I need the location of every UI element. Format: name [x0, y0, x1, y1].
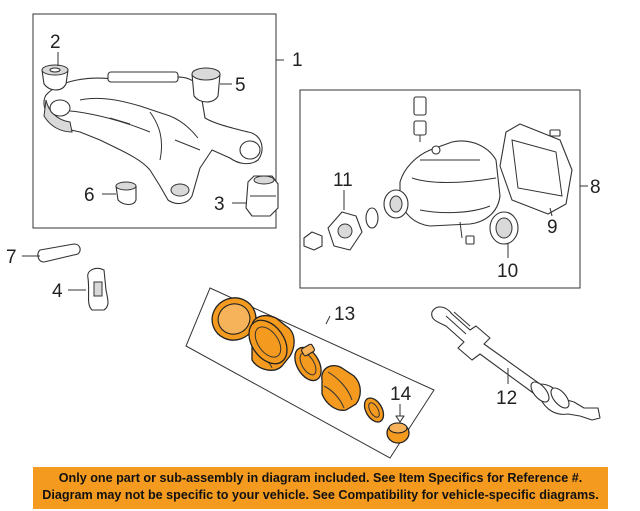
- breather-plug-drawing: [413, 96, 427, 142]
- differential-group: 8 11 9 10: [299, 89, 601, 289]
- callout-10: 10: [497, 261, 518, 282]
- group-13-frame: [185, 287, 435, 459]
- callout-5: 5: [235, 75, 246, 96]
- cv-boot-kit-group: 13: [185, 287, 435, 459]
- callout-8: 8: [590, 177, 601, 198]
- bracket-7-drawing: 7: [6, 243, 81, 268]
- subframe-drawing: [43, 71, 263, 205]
- flange-11-drawing: [303, 190, 363, 251]
- small-clamp-drawing: [363, 397, 385, 423]
- differential-housing-drawing: [365, 140, 501, 239]
- callout-7: 7: [6, 247, 17, 268]
- mount-3-drawing: [245, 175, 279, 217]
- mount-4-drawing: 4: [52, 267, 109, 311]
- bushing-5-drawing: [191, 67, 221, 103]
- callout-3: 3: [214, 194, 225, 215]
- boot-clamp-drawing: [294, 343, 322, 382]
- callout-14: 14: [390, 384, 412, 405]
- outer-boot-drawing: [248, 315, 295, 371]
- bushing-6-drawing: [115, 181, 137, 206]
- callout-13: 13: [334, 304, 355, 325]
- ring-14-drawing: [386, 404, 410, 444]
- group-8-frame: [299, 89, 581, 289]
- cover-9-drawing: [499, 123, 573, 217]
- notice-line-2: Diagram may not be specific to your vehi…: [42, 488, 599, 502]
- callout-4: 4: [52, 281, 63, 302]
- boot-ring-drawing: [211, 297, 257, 341]
- notice-line-1: Only one part or sub-assembly in diagram…: [58, 471, 583, 485]
- group-1-frame: [32, 13, 277, 229]
- callout-12: 12: [496, 388, 517, 409]
- callout-11: 11: [333, 170, 353, 191]
- axle-shaft-drawing: 12: [431, 306, 601, 421]
- bushing-2-drawing: [41, 64, 69, 91]
- callout-1: 1: [292, 50, 303, 71]
- notice-banner: Only one part or sub-assembly in diagram…: [33, 467, 608, 509]
- inner-boot-drawing: [321, 365, 361, 411]
- callout-6: 6: [84, 185, 95, 206]
- callout-9: 9: [547, 217, 558, 238]
- callout-2: 2: [50, 32, 61, 53]
- subframe-group: 1 2 5 6 3: [32, 13, 303, 229]
- seal-10-drawing: [489, 211, 519, 258]
